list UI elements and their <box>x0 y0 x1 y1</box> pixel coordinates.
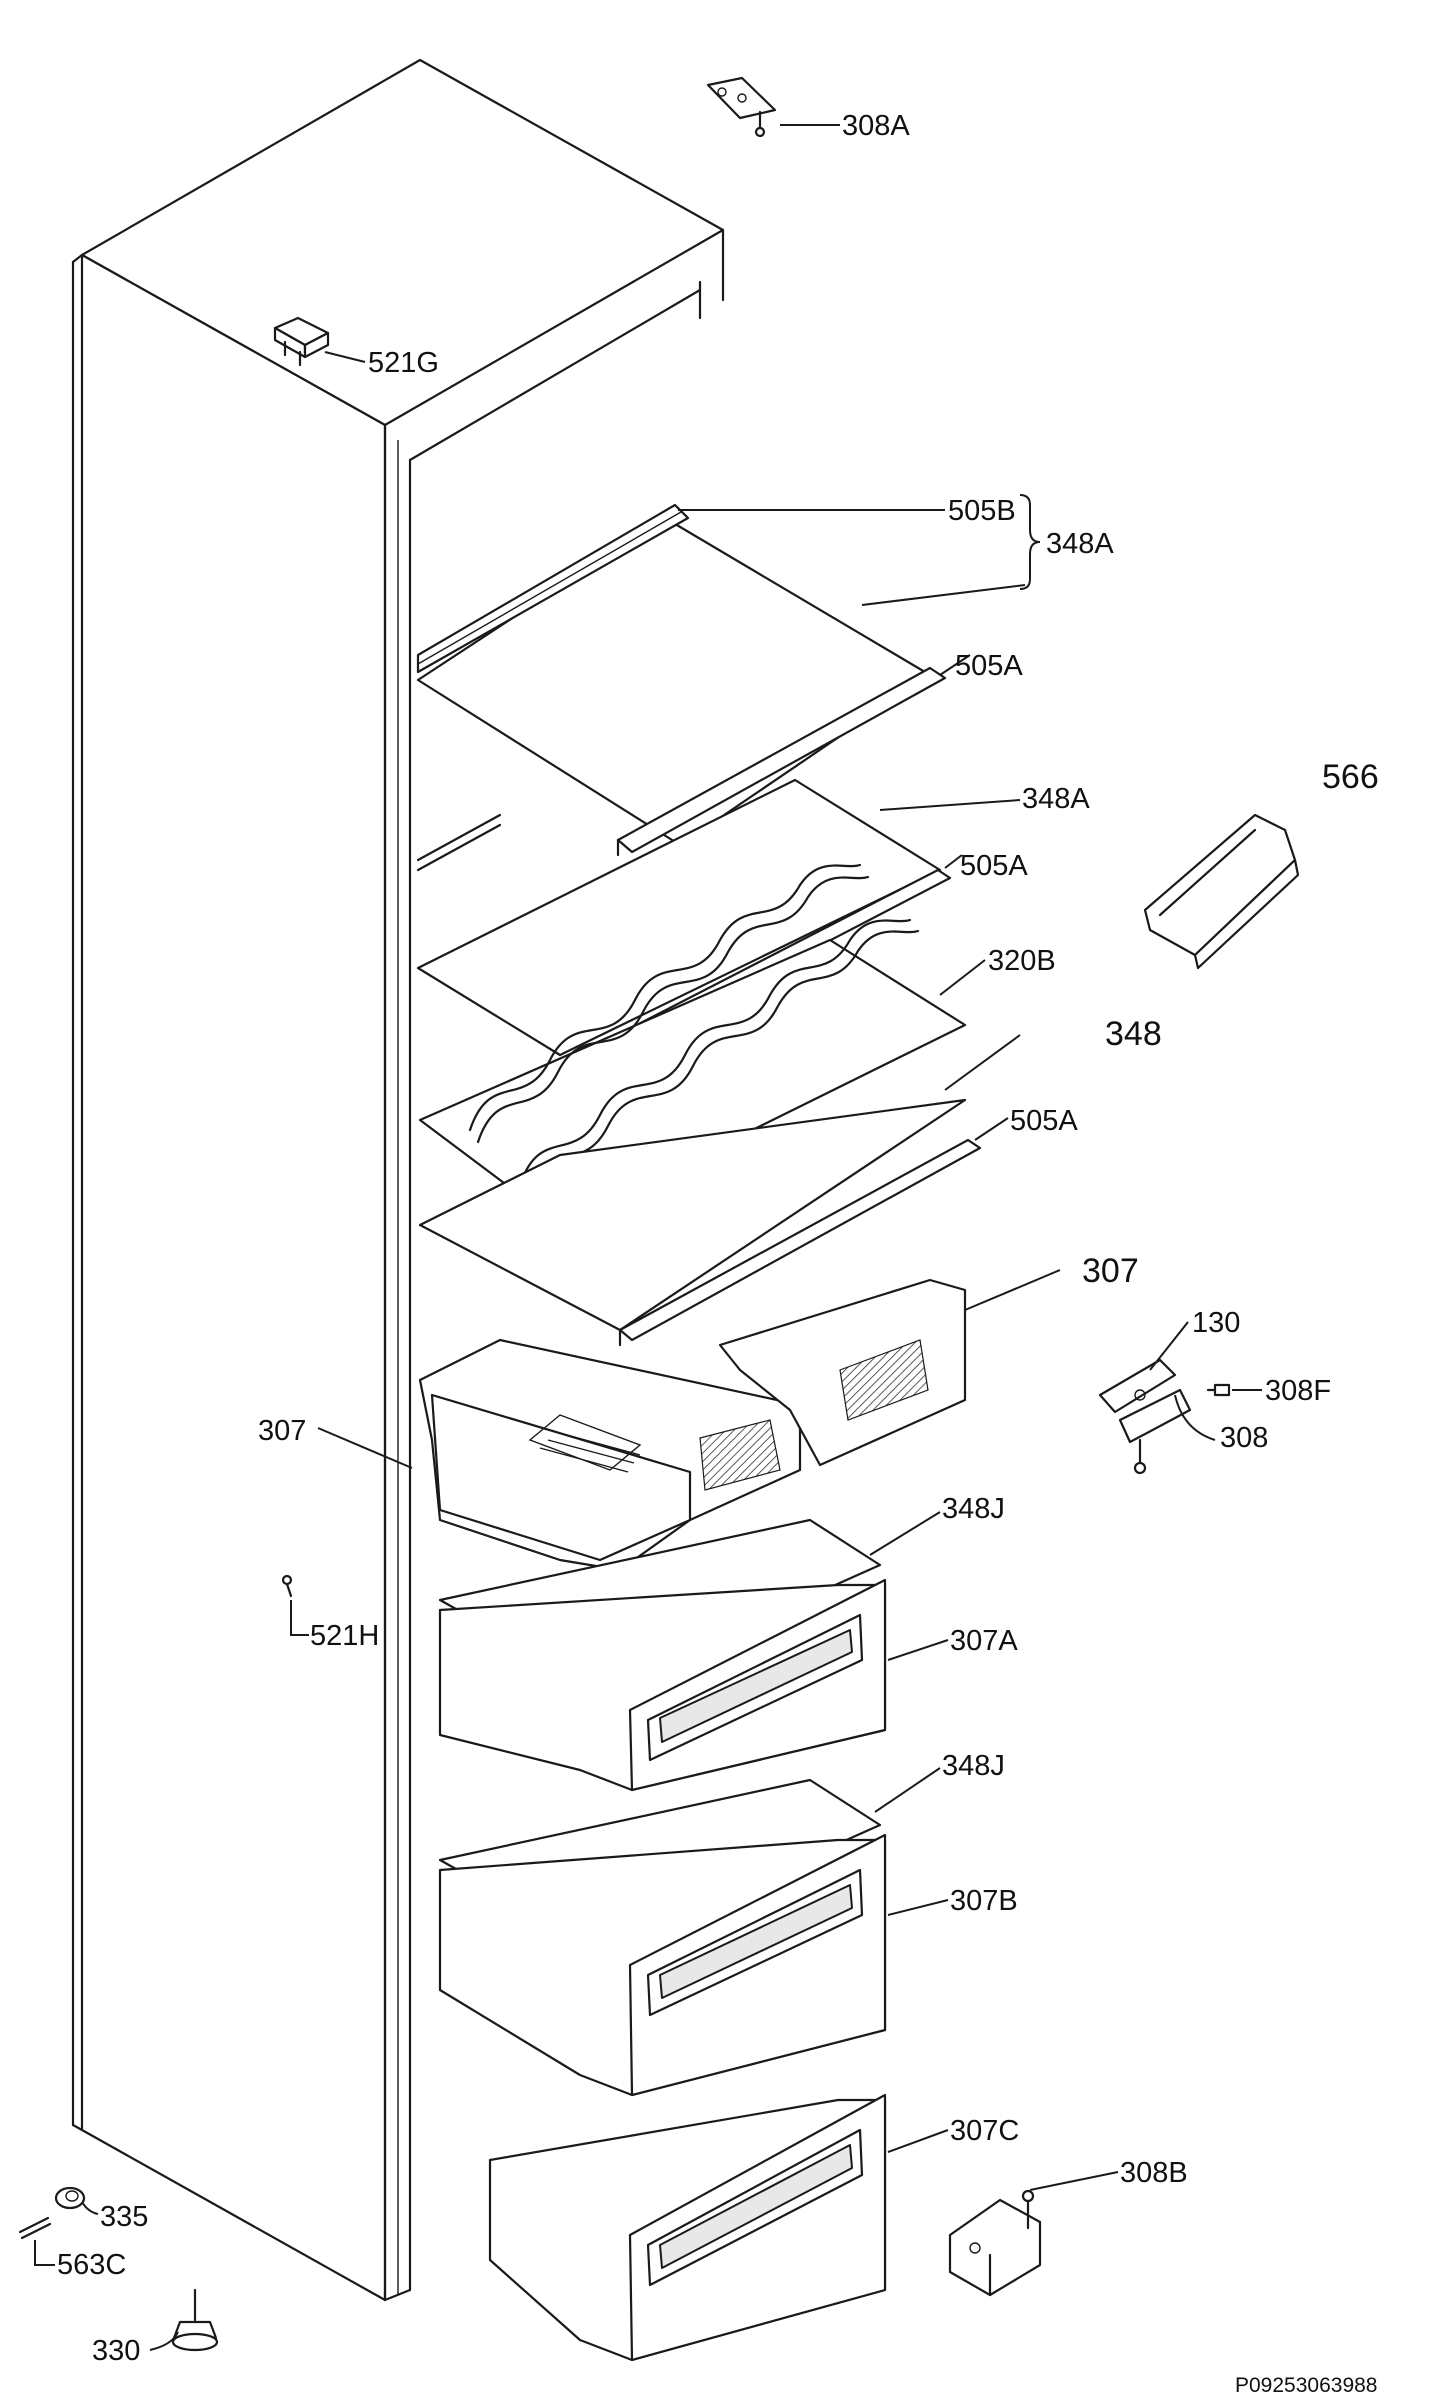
label-563c: 563C <box>57 2249 126 2281</box>
glass-shelf-348a-top <box>416 503 947 857</box>
vegetable-bin-307-right <box>718 1278 967 1467</box>
label-308a: 308A <box>842 110 910 142</box>
cabinet-body <box>71 58 725 2302</box>
label-505a-1: 505A <box>955 650 1023 682</box>
label-505b: 505B <box>948 495 1016 527</box>
document-id: P09253063988 <box>1235 2374 1377 2397</box>
cover-521g <box>273 316 330 367</box>
label-307c: 307C <box>950 2115 1019 2147</box>
part-labels: 308A 521G 505B 348A 505A 348A 566 505A 3… <box>57 110 1379 2397</box>
label-348a-top: 348A <box>1046 528 1114 560</box>
label-308f: 308F <box>1265 1375 1331 1407</box>
shelf-rail <box>416 813 502 862</box>
pin-563c <box>18 2216 52 2240</box>
label-505a-2: 505A <box>960 850 1028 882</box>
label-130: 130 <box>1192 1307 1240 1339</box>
foot-cap-335 <box>54 2186 86 2210</box>
label-320b: 320B <box>988 945 1056 977</box>
holder-566 <box>1143 813 1300 970</box>
label-307-right: 307 <box>1082 1252 1139 1290</box>
label-307-left: 307 <box>258 1415 306 1447</box>
drawer-307a <box>438 1578 887 1792</box>
label-330: 330 <box>92 2335 140 2367</box>
top-hinge-308a <box>706 76 777 138</box>
glass-shelf-348 <box>418 1098 982 1347</box>
screw-521h <box>281 1574 293 1598</box>
label-348: 348 <box>1105 1015 1162 1053</box>
adjustable-foot-330 <box>171 2288 219 2352</box>
label-308b: 308B <box>1120 2157 1188 2189</box>
vegetable-bin-307-left <box>418 1338 802 1572</box>
leader-lines <box>34 124 1262 2351</box>
label-307a: 307A <box>950 1625 1018 1657</box>
label-307b: 307B <box>950 1885 1018 1917</box>
label-348j-2: 348J <box>942 1750 1005 1782</box>
label-521h: 521H <box>310 1620 379 1652</box>
middle-hinge-130 <box>1098 1358 1231 1475</box>
label-348j-1: 348J <box>942 1493 1005 1525</box>
label-521g: 521G <box>368 347 439 379</box>
label-505a-3: 505A <box>1010 1105 1078 1137</box>
label-348a-2: 348A <box>1022 783 1090 815</box>
label-335: 335 <box>100 2201 148 2233</box>
lower-hinge-308b <box>948 2189 1042 2297</box>
drawer-307c <box>488 2093 887 2362</box>
label-308: 308 <box>1220 1422 1268 1454</box>
drawer-307b <box>438 1833 887 2097</box>
label-566: 566 <box>1322 758 1379 796</box>
